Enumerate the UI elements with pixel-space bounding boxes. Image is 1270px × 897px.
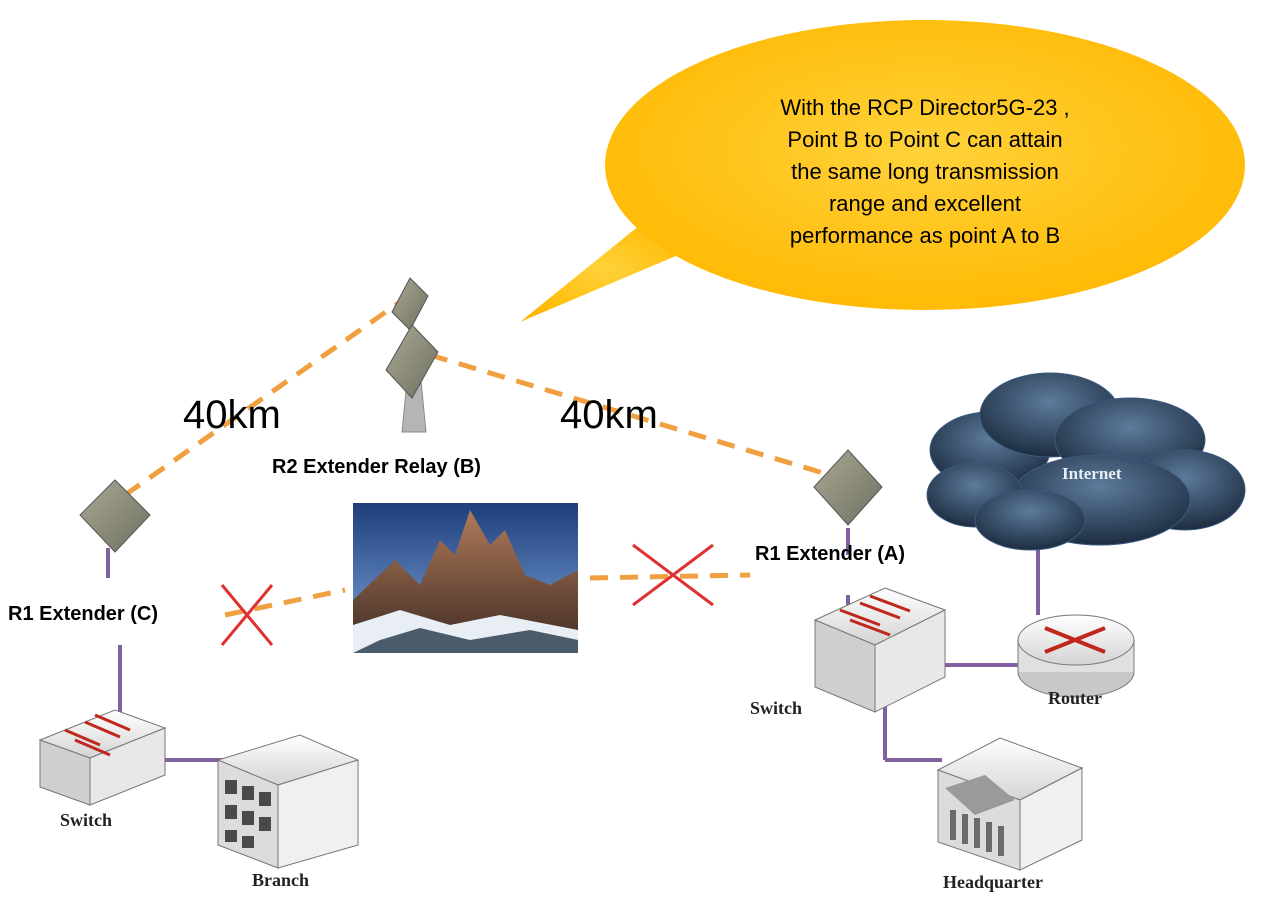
relay-antenna-upper xyxy=(391,277,429,331)
callout-line: range and excellent xyxy=(828,191,1022,216)
internet-cloud xyxy=(926,372,1246,551)
callout-line: performance as point A to B xyxy=(789,223,1061,248)
wireless-links xyxy=(123,299,841,618)
internet-label: Internet xyxy=(1062,464,1122,483)
relay-label: R2 Extender Relay (B) xyxy=(272,456,481,478)
blocked-x-left xyxy=(220,584,274,646)
switch-left-label: Switch xyxy=(60,810,113,830)
extender-c-label: R1 Extender (C) xyxy=(8,603,159,625)
branch-label: Branch xyxy=(252,870,310,890)
blocked-x-right xyxy=(632,543,714,607)
extender-a-antenna xyxy=(813,449,883,526)
distance-label-left: 40km xyxy=(183,393,281,437)
relay-antenna-lower xyxy=(385,324,439,399)
extender-a-label: R1 Extender (A) xyxy=(755,543,906,565)
link-c-blocked xyxy=(224,587,346,618)
link-a-blocked xyxy=(589,572,751,581)
callout-line: With the RCP Director5G-23 , xyxy=(780,95,1070,120)
mountain-image xyxy=(353,503,578,653)
switch-right-icon xyxy=(813,587,947,713)
extender-c-antenna xyxy=(79,479,151,553)
switch-left-icon xyxy=(38,709,167,806)
relay-tower xyxy=(385,277,439,433)
distance-label-right: 40km xyxy=(560,393,658,437)
router-label: Router xyxy=(1048,688,1102,708)
callout-line: Point B to Point C can attain xyxy=(787,127,1063,152)
callout-bubble xyxy=(520,20,1245,322)
branch-building-icon xyxy=(216,734,360,869)
callout-text: With the RCP Director5G-23 , Point B to … xyxy=(690,92,1160,252)
headquarter-building-icon xyxy=(936,737,1084,871)
router-icon xyxy=(1017,614,1135,698)
link-b-to-a xyxy=(429,352,841,481)
link-c-to-b xyxy=(123,299,402,498)
switch-right-label: Switch xyxy=(750,698,803,718)
callout-line: the same long transmission xyxy=(791,159,1059,184)
headquarter-label: Headquarter xyxy=(943,872,1043,892)
